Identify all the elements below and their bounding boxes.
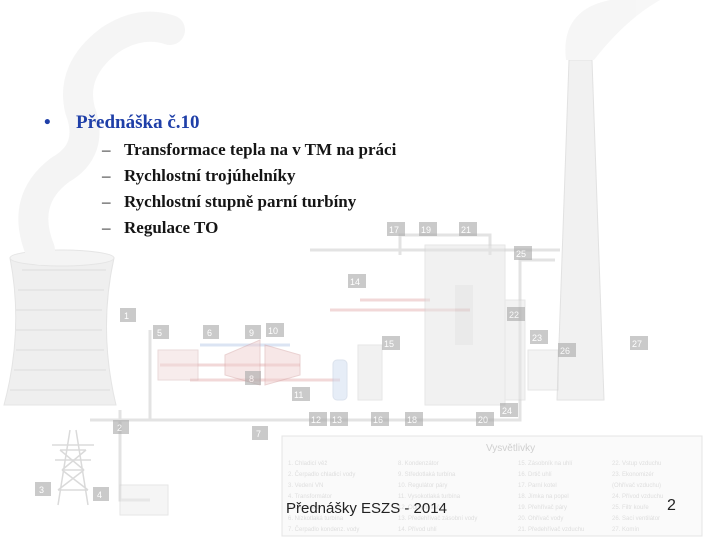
svg-text:19: 19 <box>421 225 431 235</box>
bullet-item-text: Rychlostní stupně parní turbíny <box>124 192 357 211</box>
svg-text:4. Transformátor: 4. Transformátor <box>288 494 332 500</box>
svg-text:3: 3 <box>39 485 44 495</box>
svg-text:21: 21 <box>461 225 471 235</box>
svg-text:10. Regulátor páry: 10. Regulátor páry <box>398 483 447 489</box>
boiler <box>424 244 526 406</box>
bullet-item-text: Regulace TO <box>124 218 219 237</box>
svg-text:23. Ekonomizér: 23. Ekonomizér <box>612 472 654 478</box>
svg-text:14. Přívod uhlí: 14. Přívod uhlí <box>398 527 437 533</box>
svg-text:13: 13 <box>332 415 342 425</box>
svg-text:16. Drtič uhlí: 16. Drtič uhlí <box>518 472 552 478</box>
chimney <box>556 0 660 401</box>
svg-text:16: 16 <box>373 415 383 425</box>
svg-text:14: 14 <box>350 277 360 287</box>
svg-text:5: 5 <box>157 328 162 338</box>
svg-text:18. Jímka na popel: 18. Jímka na popel <box>518 494 569 500</box>
svg-text:10: 10 <box>268 326 278 336</box>
cooling-tower <box>3 11 185 406</box>
svg-text:27: 27 <box>632 339 642 349</box>
svg-text:25. Filtr kouře: 25. Filtr kouře <box>612 505 649 511</box>
svg-text:20: 20 <box>478 415 488 425</box>
dash-mark: – <box>102 166 111 185</box>
svg-text:24. Přívod vzduchu: 24. Přívod vzduchu <box>612 494 663 500</box>
svg-text:1: 1 <box>124 311 129 321</box>
bullet-item-text: Rychlostní trojúhelníky <box>124 166 296 185</box>
svg-text:21. Předehřívač vzduchu: 21. Předehřívač vzduchu <box>518 527 584 533</box>
svg-text:27. Komín: 27. Komín <box>612 527 639 533</box>
svg-text:12: 12 <box>311 415 321 425</box>
power-pylon <box>52 429 94 506</box>
svg-text:8: 8 <box>249 374 254 384</box>
svg-text:9: 9 <box>249 328 254 338</box>
svg-text:26: 26 <box>560 346 570 356</box>
svg-text:4: 4 <box>97 490 102 500</box>
svg-text:Vysvětlivky: Vysvětlivky <box>486 443 535 454</box>
generator <box>119 484 169 516</box>
svg-text:9. Středotlaká turbína: 9. Středotlaká turbína <box>398 472 456 478</box>
svg-text:11. Vysokotlaká turbína: 11. Vysokotlaká turbína <box>398 494 461 500</box>
legend-panel: Vysvětlivky 1. Chladicí věž 2. Čerpadlo c… <box>281 435 703 537</box>
svg-text:6. Nízkotlaká turbína: 6. Nízkotlaká turbína <box>288 516 344 522</box>
svg-text:25: 25 <box>516 249 526 259</box>
svg-text:2: 2 <box>117 423 122 433</box>
page-number: 2 <box>667 497 676 514</box>
svg-text:22: 22 <box>509 310 519 320</box>
svg-text:20. Ohřívač vody: 20. Ohřívač vody <box>518 516 563 522</box>
air-heater <box>527 349 559 391</box>
svg-text:17. Parní kotel: 17. Parní kotel <box>518 483 557 489</box>
svg-text:1. Chladicí věž: 1. Chladicí věž <box>288 461 327 467</box>
bullet-item-text: Transformace tepla na v TM na práci <box>124 140 397 159</box>
svg-text:24: 24 <box>502 406 512 416</box>
svg-text:17: 17 <box>389 225 399 235</box>
svg-text:11: 11 <box>294 390 303 400</box>
svg-text:15: 15 <box>384 339 394 349</box>
dash-mark: – <box>102 192 111 211</box>
svg-text:13. Předehřívač zásobní vody: 13. Předehřívač zásobní vody <box>398 516 477 522</box>
svg-text:19. Přehřívač páry: 19. Přehřívač páry <box>518 505 567 511</box>
svg-text:7. Čerpadlo kondenz. vody: 7. Čerpadlo kondenz. vody <box>288 526 359 533</box>
svg-text:26. Sací ventilátor: 26. Sací ventilátor <box>612 516 660 522</box>
footer-text: Přednášky ESZS - 2014 <box>286 500 447 517</box>
dash-mark: – <box>102 140 111 159</box>
svg-text:7: 7 <box>256 429 261 439</box>
bullet-mark: • <box>44 112 51 133</box>
dash-mark: – <box>102 218 111 237</box>
svg-text:5. Generátor: 5. Generátor <box>288 505 322 511</box>
svg-text:2. Čerpadlo chladicí vody: 2. Čerpadlo chladicí vody <box>288 471 355 478</box>
svg-text:23: 23 <box>532 333 542 343</box>
number-badges: 1 2 3 4 5 6 7 8 9 10 11 12 13 14 15 16 1… <box>35 222 648 501</box>
svg-text:6: 6 <box>207 328 212 338</box>
turbine <box>157 339 383 401</box>
svg-text:8. Kondenzátor: 8. Kondenzátor <box>398 461 439 467</box>
svg-text:(Ohřívač vzduchu): (Ohřívač vzduchu) <box>612 483 661 489</box>
svg-text:22. Vstup vzduchu: 22. Vstup vzduchu <box>612 461 661 467</box>
lecture-title-text: Přednáška č.10 <box>76 112 200 133</box>
svg-text:12. Odplyňovač: 12. Odplyňovač <box>398 505 440 511</box>
svg-text:18: 18 <box>407 415 417 425</box>
svg-text:15. Zásobník na uhlí: 15. Zásobník na uhlí <box>518 461 573 467</box>
svg-text:3. Vedení VN: 3. Vedení VN <box>288 483 323 489</box>
